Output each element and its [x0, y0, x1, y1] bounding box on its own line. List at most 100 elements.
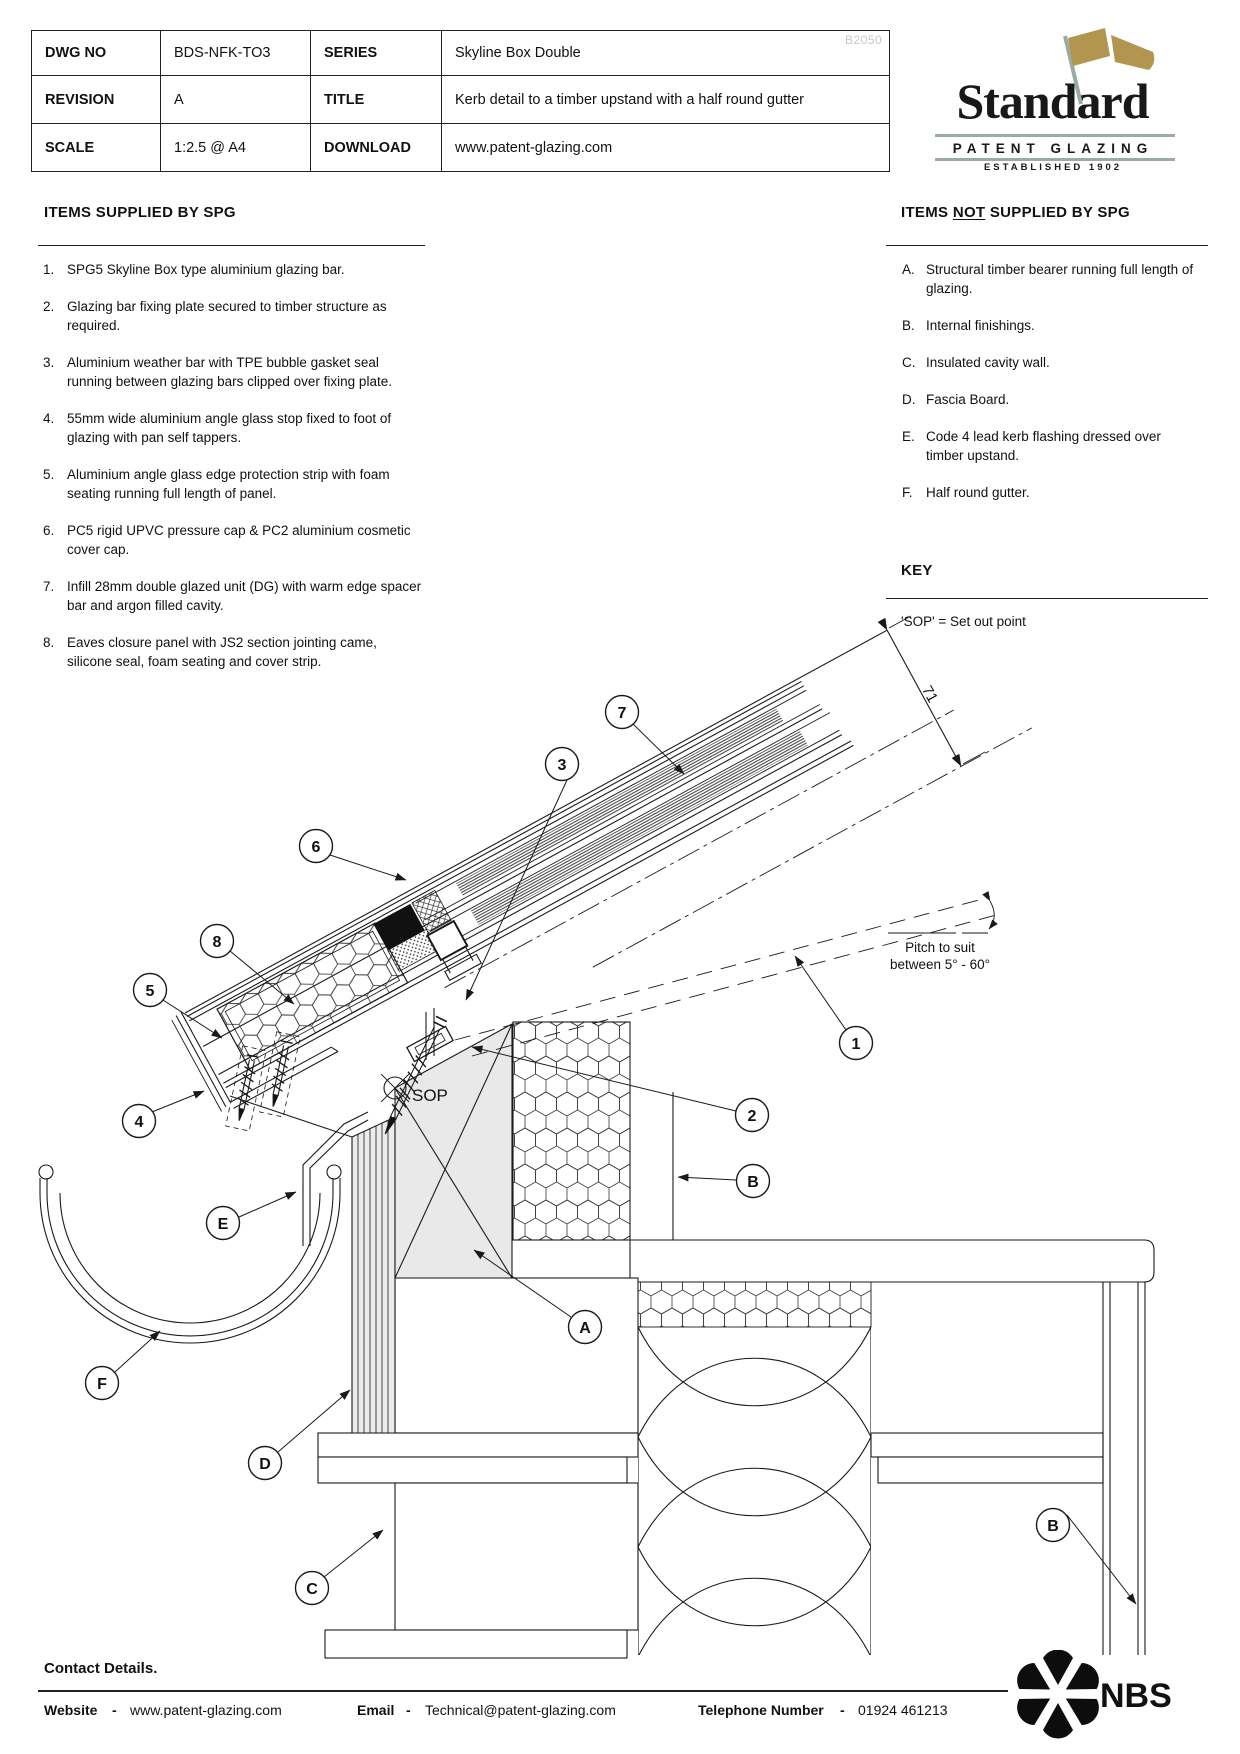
item-num: 4. — [43, 411, 55, 426]
list-item: 4. 55mm wide aluminium angle glass stop f… — [43, 409, 425, 447]
revision-label: REVISION — [32, 76, 161, 124]
callout-bubbles — [84, 694, 1071, 1606]
callout-label: F — [97, 1376, 107, 1393]
callout-label: B — [747, 1174, 759, 1191]
list-item: D. Fascia Board. — [902, 390, 1202, 409]
callout-label: 4 — [135, 1114, 144, 1131]
item-text: Internal finishings. — [926, 318, 1035, 333]
callout-label: 3 — [558, 757, 567, 774]
item-text: Glazing bar fixing plate secured to timb… — [67, 299, 387, 333]
sheet-watermark: B2050 — [845, 33, 883, 47]
callout-label: 8 — [213, 934, 222, 951]
callout-label: B — [1047, 1518, 1059, 1535]
phone-label: Telephone Number — [698, 1702, 824, 1718]
item-text: Aluminium weather bar with TPE bubble ga… — [67, 355, 392, 389]
item-num: A. — [902, 262, 915, 277]
spg-logo-established: ESTABLISHED 1902 — [983, 162, 1123, 173]
email-label: Email — [357, 1702, 395, 1718]
list-item: A. Structural timber bearer running full … — [902, 260, 1202, 298]
dimension-71 — [877, 615, 986, 767]
callout-label: 7 — [618, 705, 627, 722]
download-url[interactable]: www.patent-glazing.com — [455, 139, 613, 156]
item-num: D. — [902, 392, 916, 407]
item-num: F. — [902, 485, 913, 500]
item-num: 6. — [43, 523, 55, 538]
heading-not: NOT — [952, 204, 986, 221]
glazing-bar-assembly — [171, 629, 1033, 1112]
item-text: 55mm wide aluminium angle glass stop fix… — [67, 411, 392, 445]
lead-flashing — [302, 1111, 369, 1246]
timber-upstand — [394, 1023, 513, 1279]
item-text: Eaves closure panel with JS2 section joi… — [67, 635, 377, 669]
list-item: E.Code 4 lead kerb flashing dressed over… — [902, 427, 1202, 465]
contact-rule — [38, 1690, 1008, 1692]
title-label: TITLE — [311, 76, 442, 124]
dwg-no-value: BDS-NFK-TO3 — [161, 31, 311, 76]
set-out-point-marker — [380, 1073, 410, 1103]
nbs-logo: NBS — [1017, 1650, 1172, 1739]
item-num: 3. — [43, 355, 55, 370]
series-value: Skyline Box Double — [442, 31, 889, 76]
callout-label: E — [218, 1216, 229, 1233]
item-num: 2. — [43, 299, 55, 314]
title-value: Kerb detail to a timber upstand with a h… — [442, 76, 889, 124]
item-text: PC5 rigid UPVC pressure cap & PC2 alumin… — [67, 523, 411, 557]
item-num: C. — [902, 355, 916, 370]
item-text: Structural timber bearer running full le… — [926, 262, 1194, 296]
title-block: DWG NO BDS-NFK-TO3 SERIES Skyline Box Do… — [31, 30, 890, 172]
item-text: Insulated cavity wall. — [926, 355, 1050, 370]
scale-label: SCALE — [32, 124, 161, 171]
quilt-insulation — [638, 1327, 871, 1655]
pitch-text-line1: Pitch to suit — [905, 940, 975, 955]
supplied-rule — [38, 245, 425, 247]
item-text: Aluminium angle glass edge protection st… — [67, 467, 390, 501]
list-item: 2. Glazing bar fixing plate secured to ti… — [43, 297, 425, 335]
contact-heading: Contact Details. — [44, 1660, 158, 1677]
list-item: C. Insulated cavity wall. — [902, 353, 1202, 372]
list-item: F.Half round gutter. — [902, 483, 1202, 502]
spg-logo-subtitle: PATENT GLAZING — [952, 141, 1154, 156]
logo-rule-top — [935, 134, 1175, 137]
callout-label: D — [259, 1456, 271, 1473]
callout-label: A — [579, 1320, 591, 1337]
cavity-wall-structure — [317, 1021, 1155, 1659]
nbs-wordmark: NBS — [1100, 1677, 1172, 1715]
scale-value: 1:2.5 @ A4 — [161, 124, 311, 171]
email-value[interactable]: Technical@patent-glazing.com — [425, 1702, 616, 1718]
list-item: 5.Aluminium angle glass edge protection … — [43, 465, 425, 503]
not-supplied-rule — [886, 245, 1208, 247]
website-value[interactable]: www.patent-glazing.com — [130, 1702, 282, 1718]
key-heading: KEY — [901, 562, 933, 579]
callout-label: 6 — [312, 839, 321, 856]
list-item: 7. Infill 28mm double glazed unit (DG) wi… — [43, 577, 425, 615]
separator: - — [406, 1702, 411, 1718]
pitch-annotation — [454, 890, 1001, 1057]
list-item: 3. Aluminium weather bar with TPE bubble … — [43, 353, 425, 391]
fascia-board — [229, 1095, 396, 1434]
supplied-list: 1. SPG5 Skyline Box type aluminium glazin… — [43, 260, 425, 689]
heading-part: ITEMS — [901, 204, 953, 221]
list-item: B. Internal finishings. — [902, 316, 1202, 335]
not-supplied-list: A. Structural timber bearer running full … — [902, 260, 1202, 520]
supplied-heading: ITEMS SUPPLIED BY SPG — [44, 204, 236, 221]
heading-part: SUPPLIED BY SPG — [985, 204, 1130, 221]
spg-logo-wordmark: Standard — [956, 73, 1149, 129]
item-num: B. — [902, 318, 915, 333]
item-text: Fascia Board. — [926, 392, 1010, 407]
item-text: Infill 28mm double glazed unit (DG) with… — [67, 579, 422, 613]
list-item: 1. SPG5 Skyline Box type aluminium glazin… — [43, 260, 425, 279]
item-num: E. — [902, 429, 915, 444]
phone-value: 01924 461213 — [858, 1702, 948, 1718]
item-num: 1. — [43, 262, 55, 277]
spg-flag-icon — [1063, 28, 1155, 105]
item-num: 7. — [43, 579, 55, 594]
series-label: SERIES — [311, 31, 442, 76]
callout-label: 5 — [146, 983, 155, 1000]
dimension-71-label: 71 — [918, 683, 941, 706]
list-item: 8.Eaves closure panel with JS2 section j… — [43, 633, 425, 671]
nbs-flower-icon — [1017, 1650, 1099, 1739]
item-text: SPG5 Skyline Box type aluminium glazing … — [67, 262, 345, 277]
website-label: Website — [44, 1702, 98, 1718]
